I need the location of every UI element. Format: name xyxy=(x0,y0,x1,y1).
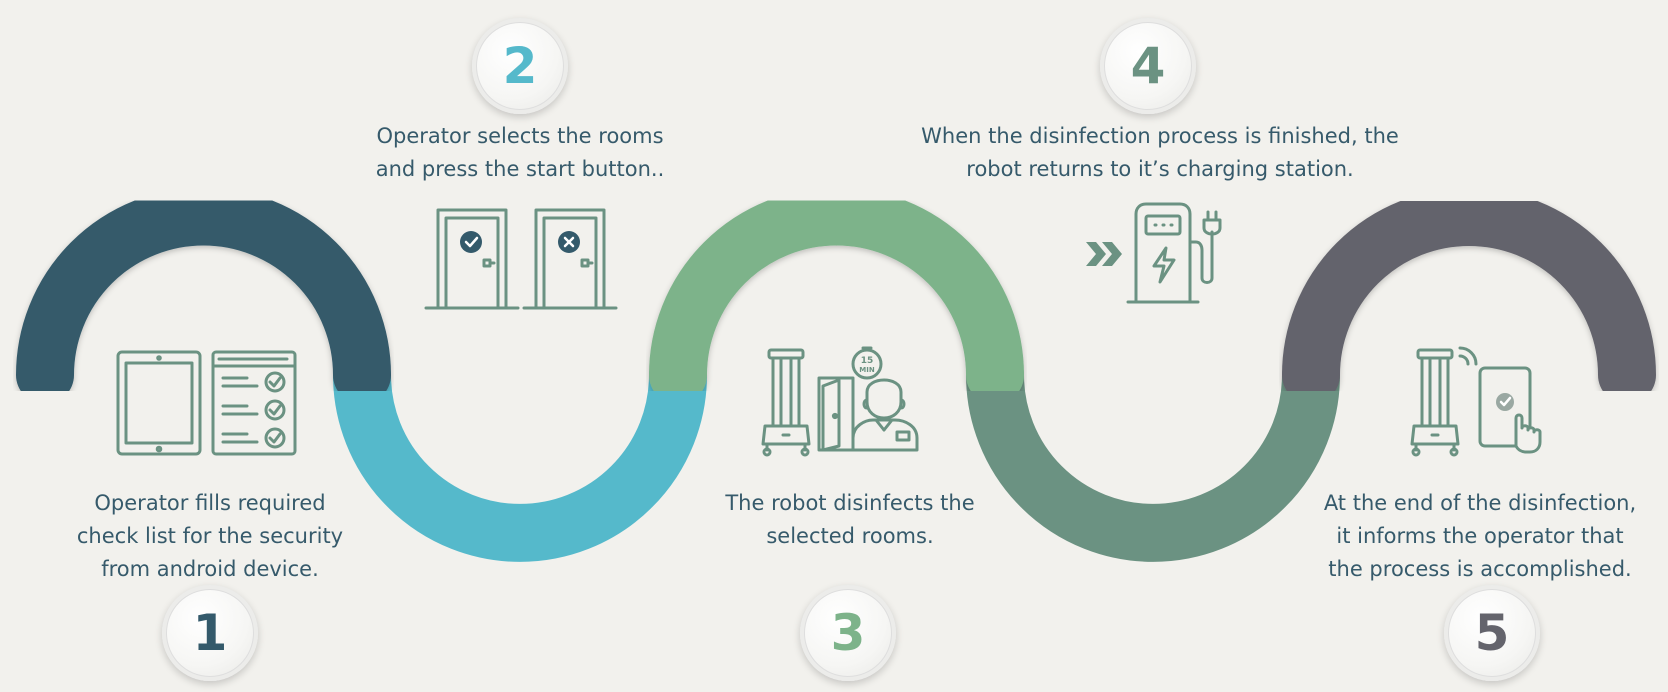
step-3-caption-line: The robot disinfects the xyxy=(725,491,975,515)
step-3-caption: The robot disinfects the selected rooms. xyxy=(700,487,1000,553)
step-5-caption-line: the process is accomplished. xyxy=(1328,557,1632,581)
step-4-badge: 4 xyxy=(1100,18,1196,114)
step-2-caption-line: and press the start button.. xyxy=(375,157,665,181)
wave-segment-5 xyxy=(1282,188,1656,404)
step-5-number: 5 xyxy=(1474,604,1510,662)
step-2-badge: 2 xyxy=(472,18,568,114)
doors-icon xyxy=(424,208,618,310)
step-5-caption-line: it informs the operator that xyxy=(1336,524,1624,548)
timer-minutes-text: 15 xyxy=(861,356,874,366)
wave-segment-3 xyxy=(649,187,1024,404)
step-2-number: 2 xyxy=(502,37,538,95)
timer-unit-text: MIN xyxy=(859,366,875,374)
charging-station-icon xyxy=(1086,202,1222,304)
step-4-caption: When the disinfection process is finishe… xyxy=(880,120,1440,186)
wave-segment-1 xyxy=(16,187,391,404)
step-2-caption: Operator selects the rooms and press the… xyxy=(360,120,680,186)
step-1-caption: Operator fills required check list for t… xyxy=(60,487,360,586)
step-3-badge: 3 xyxy=(800,585,896,681)
robot-tablet-notification-icon xyxy=(1410,346,1542,457)
step-1-badge: 1 xyxy=(162,585,258,681)
tablet-checklist-icon xyxy=(116,350,297,456)
wave-segment-4 xyxy=(966,346,1340,562)
step-4-caption-line: robot returns to it’s charging station. xyxy=(966,157,1354,181)
step-4-number: 4 xyxy=(1130,37,1166,95)
step-2-caption-line: Operator selects the rooms xyxy=(376,124,664,148)
step-5-caption-line: At the end of the disinfection, xyxy=(1323,491,1637,515)
step-1-number: 1 xyxy=(192,604,228,662)
step-1-caption-line: from android device. xyxy=(101,557,319,581)
step-4-caption-line: When the disinfection process is finishe… xyxy=(921,124,1399,148)
wave-segment-2 xyxy=(333,346,707,562)
step-3-number: 3 xyxy=(830,604,866,662)
step-1-caption-line: Operator fills required xyxy=(94,491,326,515)
step-1-caption-line: check list for the security xyxy=(76,524,344,548)
robot-disinfecting-icon: 15 MIN xyxy=(761,346,919,457)
step-3-caption-line: selected rooms. xyxy=(766,524,934,548)
step-5-badge: 5 xyxy=(1444,585,1540,681)
step-5-caption: At the end of the disinfection, it infor… xyxy=(1300,487,1660,586)
